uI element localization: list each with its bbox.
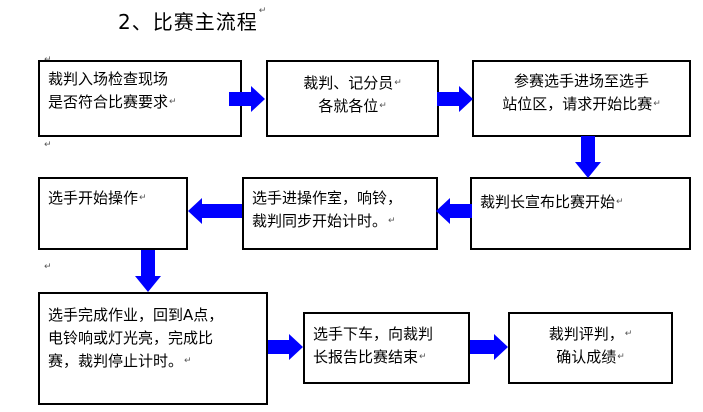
step-9-box: 裁判评判，↵ 确认成绩↵ xyxy=(508,312,673,384)
step-7-line-1: 选手完成作业，回到A点， xyxy=(48,306,224,324)
arrow-right-icon xyxy=(470,334,508,360)
arrow-down-icon xyxy=(575,136,601,178)
arrow-right-icon xyxy=(437,86,473,112)
step-8-box: 选手下车，向裁判 长报告比赛结束↵ xyxy=(303,312,470,384)
step-6-line-1: 选手开始操作 xyxy=(48,189,139,207)
step-1-line-2: 是否符合比赛要求 xyxy=(48,93,169,111)
page-title: 2、比赛主流程↵ xyxy=(118,6,267,35)
step-7-line-2: 电铃响或灯光亮，完成比 xyxy=(48,329,214,347)
step-1-line-1: 裁判入场检查现场 xyxy=(48,70,169,88)
step-7-line-3: 赛，裁判停止计时。 xyxy=(48,352,184,370)
arrow-left-icon xyxy=(436,198,472,224)
paragraph-mark: ↵ xyxy=(624,329,633,339)
paragraph-mark: ↵ xyxy=(44,140,52,150)
step-5-box: 选手进操作室，响铃， 裁判同步开始计时。↵ xyxy=(242,177,438,250)
paragraph-mark: ↵ xyxy=(388,216,396,226)
step-8-line-2: 长报告比赛结束 xyxy=(313,348,419,366)
step-6-box: 选手开始操作↵ xyxy=(38,177,188,250)
step-4-line-1: 裁判长宣布比赛开始 xyxy=(480,193,616,211)
step-2-box: 裁判、记分员↵ 各就各位↵ xyxy=(266,60,439,137)
title-text: 2、比赛主流程 xyxy=(118,10,258,34)
arrow-down-icon xyxy=(135,250,161,292)
paragraph-mark: ↵ xyxy=(653,99,661,109)
step-3-box: 参赛选手进场至选手 站位区，请求开始比赛↵ xyxy=(472,60,691,137)
step-4-box: 裁判长宣布比赛开始↵ xyxy=(470,177,691,250)
paragraph-mark: ↵ xyxy=(616,197,624,207)
step-5-line-2: 裁判同步开始计时。 xyxy=(252,212,388,230)
step-1-box: 裁判入场检查现场 是否符合比赛要求↵ xyxy=(38,60,242,137)
paragraph-mark: ↵ xyxy=(617,352,625,362)
paragraph-mark: ↵ xyxy=(169,97,177,107)
paragraph-mark: ↵ xyxy=(394,78,402,88)
paragraph-mark: ↵ xyxy=(258,6,268,16)
paragraph-mark: ↵ xyxy=(184,356,192,366)
step-3-line-2: 站位区，请求开始比赛 xyxy=(502,95,653,113)
step-9-line-2: 确认成绩 xyxy=(556,348,617,366)
step-3-line-1: 参赛选手进场至选手 xyxy=(513,72,649,90)
paragraph-mark: ↵ xyxy=(44,262,52,272)
step-9-line-1: 裁判评判， xyxy=(548,325,624,343)
paragraph-mark: ↵ xyxy=(419,352,427,362)
paragraph-mark: ↵ xyxy=(379,101,387,111)
step-2-line-2: 各就各位 xyxy=(318,97,379,115)
step-8-line-1: 选手下车，向裁判 xyxy=(313,325,434,343)
arrow-right-icon xyxy=(229,86,265,112)
paragraph-mark: ↵ xyxy=(139,193,147,203)
step-2-line-1: 裁判、记分员 xyxy=(303,74,394,92)
arrow-left-icon xyxy=(188,198,242,224)
step-7-box: 选手完成作业，回到A点， 电铃响或灯光亮，完成比 赛，裁判停止计时。↵ xyxy=(38,292,268,405)
step-5-line-1: 选手进操作室，响铃， xyxy=(252,189,403,207)
arrow-right-icon xyxy=(268,334,303,360)
